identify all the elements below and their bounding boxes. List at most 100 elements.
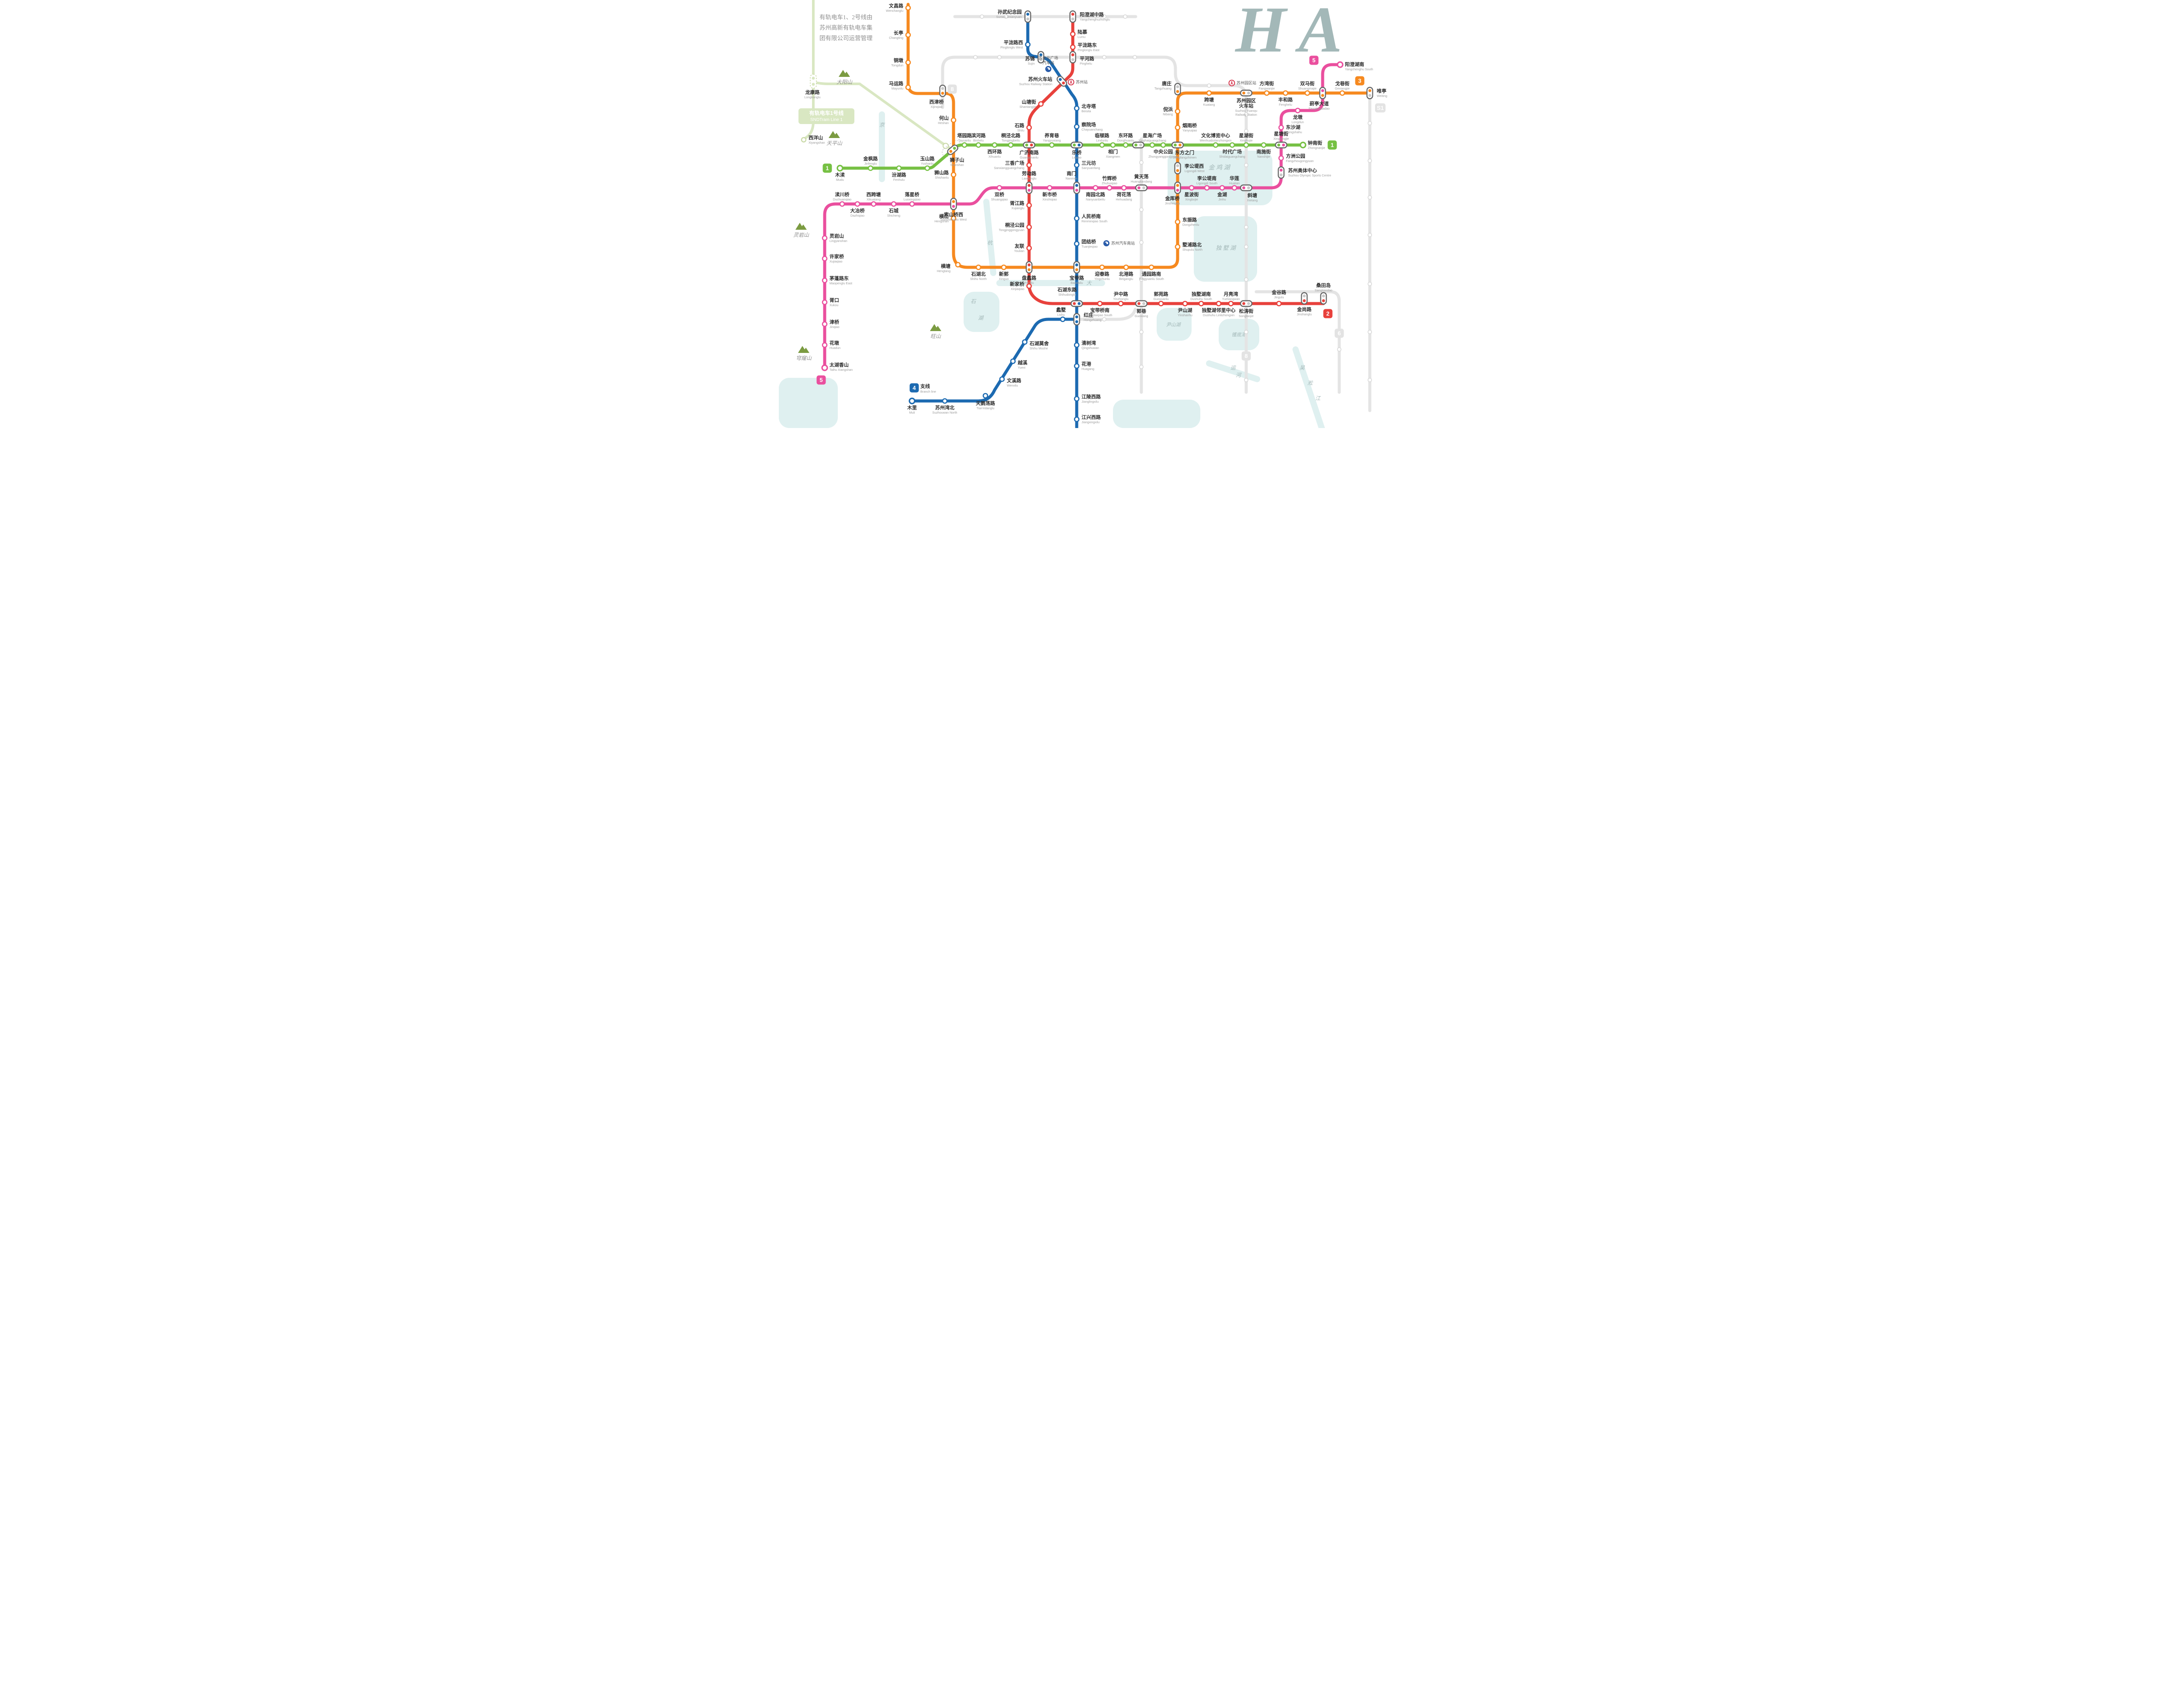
tram-transfer-station[interactable] <box>942 143 949 149</box>
line-s1-station[interactable] <box>1367 329 1372 334</box>
line-7-north-station[interactable] <box>1003 14 1008 19</box>
line-s1-station[interactable] <box>1367 195 1372 200</box>
line-8-station[interactable] <box>1244 128 1248 133</box>
line-s1-station[interactable] <box>1367 232 1372 237</box>
line-6-east-station[interactable] <box>1272 289 1277 294</box>
line-s1-station[interactable] <box>1367 158 1372 163</box>
line-6-station[interactable] <box>1139 160 1144 165</box>
line-7-southeast-station[interactable] <box>1102 317 1106 321</box>
line-8-station[interactable] <box>1244 244 1248 249</box>
line-7-north-station[interactable] <box>1102 14 1106 19</box>
line-8-station[interactable] <box>973 55 978 60</box>
line-6-station[interactable] <box>1139 207 1144 212</box>
line-s1-station[interactable] <box>1367 377 1372 382</box>
line-6-station[interactable] <box>1139 329 1144 334</box>
line-8-station[interactable] <box>1102 55 1106 60</box>
line-6-station[interactable] <box>1139 277 1144 282</box>
line-8-station[interactable] <box>1244 162 1248 167</box>
line-8-station[interactable] <box>1244 225 1248 229</box>
